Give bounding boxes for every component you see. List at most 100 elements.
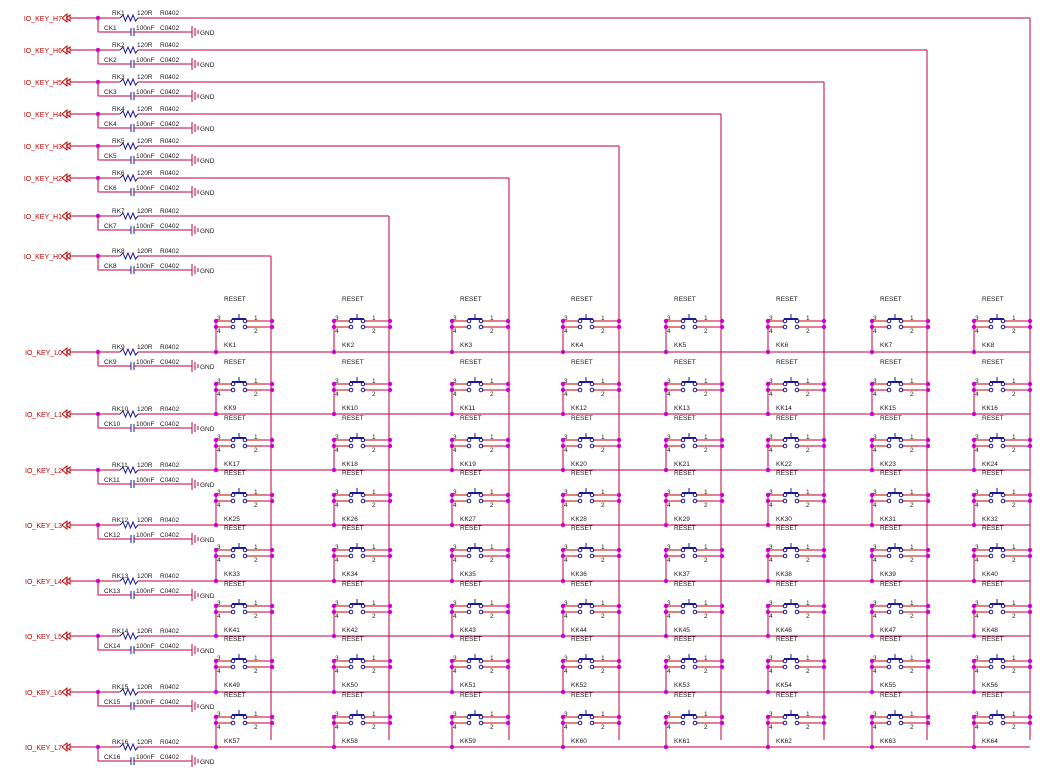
gnd-label: GND	[200, 190, 215, 197]
junction-dot	[269, 381, 275, 387]
junction-dot	[765, 498, 771, 504]
resistor-value: 120R	[137, 406, 153, 413]
junction-dot	[719, 387, 725, 393]
input-arrow-icon	[65, 46, 71, 54]
junction-dot	[560, 689, 566, 695]
capacitor-package: C0402	[160, 223, 180, 230]
pin-number: 4	[975, 557, 979, 564]
switch-contact	[577, 498, 583, 504]
junction-dot	[765, 349, 771, 355]
junction-dot	[95, 578, 101, 584]
switch-ref: KK34	[342, 571, 358, 578]
switch-label: RESET	[982, 636, 1004, 643]
pin-number: 1	[490, 711, 494, 718]
switch-contact	[782, 437, 788, 443]
switch-contact	[680, 318, 686, 324]
input-arrow-icon	[65, 577, 71, 585]
junction-dot	[449, 324, 455, 330]
input-arrow-icon	[61, 44, 68, 56]
net-label: IO_KEY_L2	[25, 468, 62, 475]
gnd-label: GND	[200, 268, 215, 275]
switch-label: RESET	[776, 415, 798, 422]
pin-number: 4	[975, 613, 979, 620]
junction-dot	[663, 609, 669, 615]
junction-dot	[1027, 609, 1033, 615]
pin-number: 3	[667, 655, 671, 662]
switch-contact	[242, 658, 248, 664]
switch-contact	[577, 664, 583, 670]
switch-contact	[886, 658, 892, 664]
resistor-ref: RK3	[112, 74, 125, 81]
switch-contact	[478, 437, 484, 443]
junction-dot	[719, 547, 725, 553]
junction-dot	[269, 720, 275, 726]
switch-contact	[466, 324, 472, 330]
junction-dot	[765, 603, 771, 609]
resistor-symbol	[119, 742, 139, 752]
junction-dot	[213, 744, 219, 750]
switch-contact	[794, 318, 800, 324]
pin-number: 3	[453, 489, 457, 496]
junction-dot	[560, 609, 566, 615]
pin-number: 4	[975, 328, 979, 335]
switch-contact	[242, 324, 248, 330]
junction-dot	[387, 547, 393, 553]
pin-number: 1	[910, 711, 914, 718]
switch-ref: KK58	[342, 738, 358, 745]
pin-number: 4	[335, 447, 339, 454]
capacitor-package: C0402	[160, 153, 180, 160]
switch-actuator	[784, 381, 798, 383]
junction-dot	[616, 318, 622, 324]
switch-actuator	[784, 658, 798, 660]
capacitor-value: 100nF	[136, 153, 154, 160]
pin-number: 1	[601, 434, 605, 441]
switch-contact	[898, 498, 904, 504]
pin-number: 1	[806, 655, 810, 662]
junction-dot	[663, 349, 669, 355]
junction-dot	[95, 213, 101, 219]
junction-dot	[869, 387, 875, 393]
gnd-label: GND	[200, 593, 215, 600]
switch-label: RESET	[674, 581, 696, 588]
switch-contact	[478, 547, 484, 553]
switch-label: RESET	[982, 692, 1004, 699]
capacitor-value: 100nF	[136, 754, 154, 761]
pin-number: 1	[704, 315, 708, 322]
pin-number: 4	[453, 502, 457, 509]
pin-number: 3	[564, 315, 568, 322]
switch-actuator	[350, 381, 364, 383]
switch-contact	[886, 437, 892, 443]
junction-dot	[869, 443, 875, 449]
pin-number: 1	[372, 315, 376, 322]
switch-contact	[230, 498, 236, 504]
switch-contact	[360, 387, 366, 393]
junction-dot	[971, 387, 977, 393]
pin-number: 2	[490, 328, 494, 335]
capacitor-package: C0402	[160, 57, 180, 64]
junction-dot	[765, 714, 771, 720]
junction-dot	[269, 318, 275, 324]
switch-contact	[360, 609, 366, 615]
junction-dot	[95, 522, 101, 528]
resistor-package: R0402	[160, 208, 180, 215]
junction-dot	[869, 498, 875, 504]
switch-label: RESET	[342, 525, 364, 532]
pin-number: 4	[975, 502, 979, 509]
pin-number: 2	[704, 724, 708, 731]
switch-actuator	[682, 603, 696, 605]
switch-label: RESET	[571, 359, 593, 366]
switch-contact	[577, 658, 583, 664]
switch-actuator	[579, 658, 593, 660]
input-arrow-icon	[65, 466, 71, 474]
pin-number: 2	[704, 668, 708, 675]
pin-number: 4	[564, 557, 568, 564]
gnd-label: GND	[200, 126, 215, 133]
switch-contact	[577, 324, 583, 330]
input-arrow-icon	[65, 252, 71, 260]
junction-dot	[449, 744, 455, 750]
net-label: IO_KEY_L1	[25, 412, 62, 419]
junction-dot	[213, 522, 219, 528]
switch-ref: KK7	[880, 342, 893, 349]
switch-contact	[242, 609, 248, 615]
